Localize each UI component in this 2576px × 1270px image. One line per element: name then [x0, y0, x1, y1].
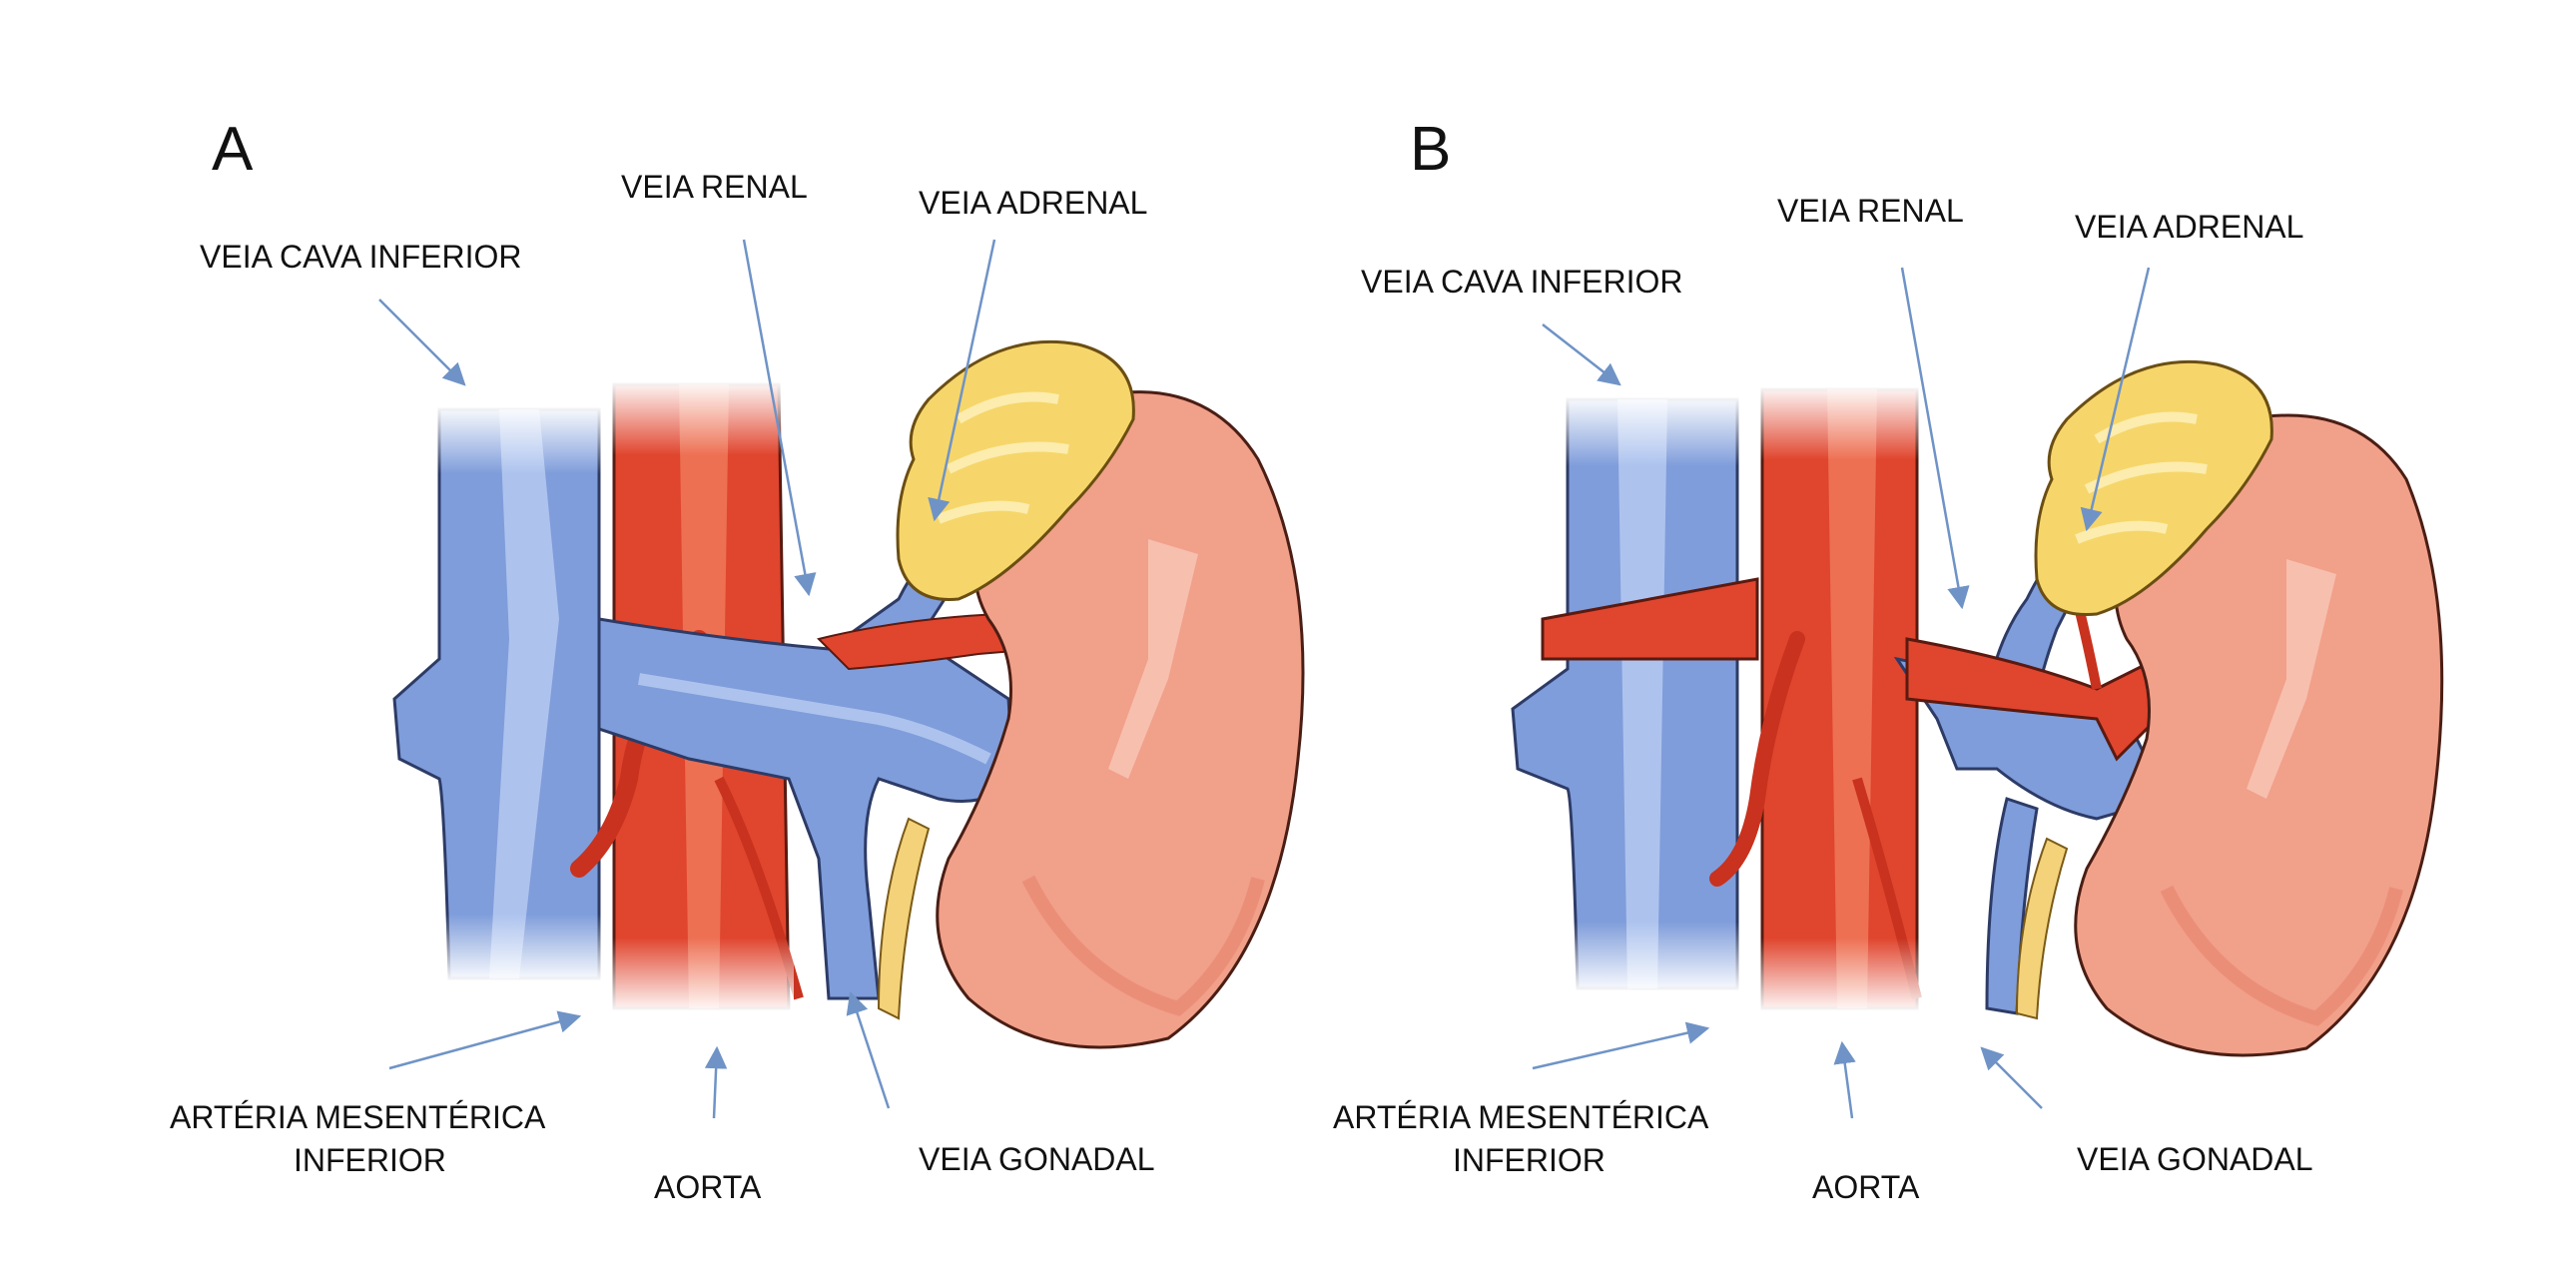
label-veia-adrenal-a: VEIA ADRENAL [919, 185, 1147, 221]
panel-letter-a: A [212, 115, 254, 184]
label-veia-cava-inferior-a: VEIA CAVA INFERIOR [200, 239, 521, 275]
label-veia-renal-b: VEIA RENAL [1777, 193, 1964, 229]
panel-b: B [1333, 115, 2444, 1205]
panel-a: A [170, 115, 1305, 1205]
label-arteria-mesenterica-b: ARTÉRIA MESENTÉRICA [1333, 1099, 1709, 1135]
label-veia-adrenal-b: VEIA ADRENAL [2075, 209, 2303, 245]
leader-lines-a [378, 239, 996, 1119]
label-inferior-a: INFERIOR [294, 1142, 446, 1178]
ureter-a [877, 817, 931, 1020]
label-aorta-b: AORTA [1812, 1169, 1920, 1205]
aorta-b [1709, 384, 1922, 1013]
adrenal-gland-a [896, 339, 1135, 601]
label-veia-gonadal-b: VEIA GONADAL [2077, 1141, 2313, 1177]
label-arteria-mesenterica-a: ARTÉRIA MESENTÉRICA [170, 1099, 546, 1135]
label-aorta-a: AORTA [654, 1169, 762, 1205]
inferior-vena-cava-a [392, 404, 604, 983]
kidney-a [936, 390, 1305, 1049]
label-inferior-b: INFERIOR [1453, 1142, 1606, 1178]
adrenal-gland-b [2034, 359, 2273, 617]
leader-lines-b [1532, 267, 2151, 1119]
label-veia-renal-a: VEIA RENAL [621, 169, 808, 205]
label-veia-gonadal-a: VEIA GONADAL [919, 1141, 1155, 1177]
label-veia-cava-inferior-b: VEIA CAVA INFERIOR [1361, 264, 1682, 300]
inferior-vena-cava-b [1511, 394, 1742, 993]
ureter-b [2015, 837, 2069, 1020]
panel-letter-b: B [1410, 115, 1451, 184]
